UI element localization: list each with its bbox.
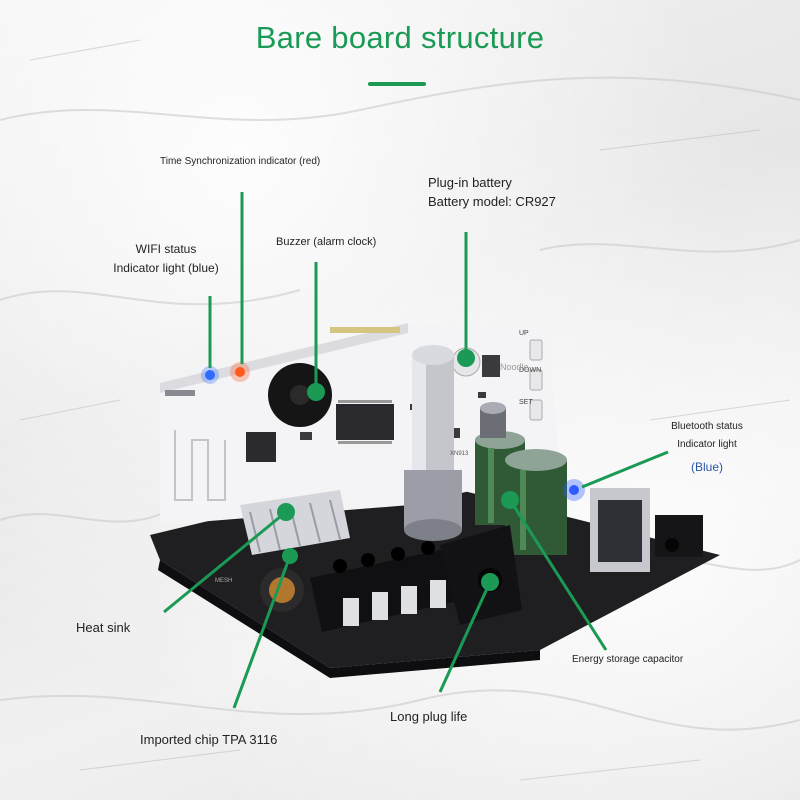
bluetooth-label-color: (Blue) [690, 460, 723, 474]
time-sync-led [235, 367, 245, 377]
brand-label: Noodle [500, 362, 529, 372]
heat-sink [240, 490, 350, 555]
bluetooth-label: Bluetooth status Indicator light (Blue) [652, 418, 762, 476]
bluetooth-led [569, 485, 579, 495]
chip-mark: XN913 [450, 451, 469, 457]
wifi-led [205, 370, 215, 380]
wifi-label: WIFI status Indicator light (blue) [96, 240, 236, 278]
long-plug-label: Long plug life [390, 709, 468, 724]
bluetooth-label-line2: Indicator light [677, 439, 737, 450]
down-label: DOWN [519, 367, 541, 374]
battery-label: Plug-in battery Battery model: CR927 [428, 173, 556, 211]
up-label: UP [519, 330, 529, 337]
title-underline [368, 82, 426, 86]
wifi-label-line2: Indicator light (blue) [113, 261, 219, 275]
speaker-terminal-block [310, 541, 462, 632]
set-label: SET [519, 399, 533, 406]
chip-label: Imported chip TPA 3116 [140, 732, 278, 747]
buzzer-label: Buzzer (alarm clock) [276, 236, 377, 248]
callout-dots [277, 349, 519, 591]
main-board-edge [158, 560, 330, 678]
driver-chip [336, 404, 394, 440]
leader-lines [163, 192, 669, 709]
time-sync-label: Time Synchronization indicator (red) [160, 156, 321, 167]
audio-jack [655, 515, 703, 557]
wifi-label-line1: WIFI status [135, 242, 197, 256]
wifi-chip [246, 432, 276, 462]
bluetooth-label-line1: Bluetooth status [671, 421, 743, 432]
energy-capacitor-label: Energy storage capacitor [572, 654, 684, 665]
heat-sink-label: Heat sink [76, 620, 131, 635]
rotary-knob [404, 345, 462, 541]
battery-label-line2: Battery model: CR927 [428, 194, 556, 209]
page-title: Bare board structure [255, 20, 545, 55]
usb-port [590, 488, 650, 572]
wifi-antenna [174, 430, 226, 501]
mesh-mark: MESH [215, 578, 232, 584]
battery-label-line1: Plug-in battery [428, 175, 512, 190]
